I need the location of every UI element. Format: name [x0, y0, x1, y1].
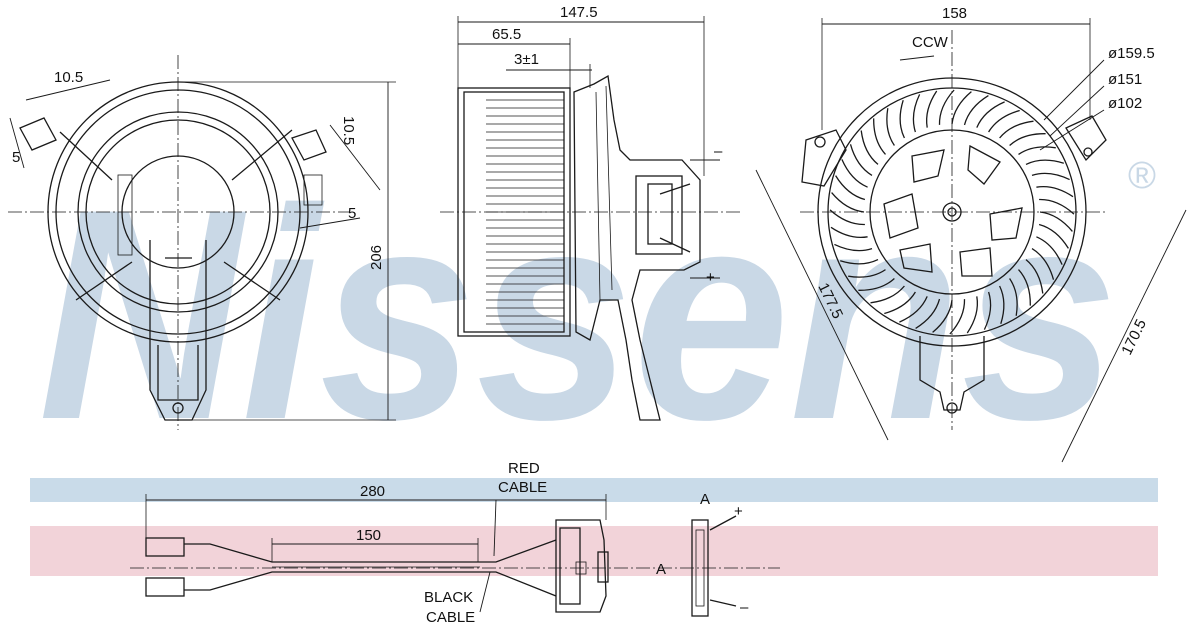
pink-brand-band	[30, 526, 1158, 576]
front-view: 10.5 5 10.5 5 206	[8, 55, 396, 430]
impeller-blade	[1025, 159, 1064, 165]
side-dim-wheel: 65.5	[492, 26, 521, 43]
cable-terminal-positive: +	[734, 503, 743, 520]
impeller-blade	[858, 278, 895, 291]
impeller-blade	[899, 296, 928, 323]
impeller-blade	[831, 192, 865, 213]
impeller-blade	[932, 299, 953, 333]
front-dim-tab-height: 5	[12, 149, 20, 166]
rear-rotation-direction: CCW	[912, 34, 949, 51]
impeller-blade	[1036, 236, 1063, 265]
impeller-blade	[884, 291, 916, 315]
impeller-blade	[899, 100, 905, 139]
impeller-blade	[949, 299, 966, 335]
front-dim-height: 206	[368, 245, 385, 270]
impeller-blade	[1018, 269, 1031, 306]
cable-dim-length: 280	[360, 483, 385, 500]
front-dim-right-offset: 5	[348, 205, 356, 222]
blue-brand-band	[30, 478, 1158, 502]
front-dim-right-top: 10.5	[340, 116, 357, 145]
impeller-blade	[840, 259, 879, 265]
impeller-blade	[966, 296, 978, 334]
black-cable-label-2: CABLE	[426, 609, 475, 626]
impeller-blade	[830, 226, 868, 238]
impeller-blade	[988, 109, 1020, 133]
registered-mark: ®	[1128, 155, 1156, 197]
impeller-blade	[834, 243, 873, 252]
red-cable-label-2: CABLE	[498, 479, 547, 496]
section-marker-right: A	[656, 561, 666, 578]
impeller-blade	[1038, 223, 1069, 249]
impeller-blade	[1036, 186, 1074, 198]
cable-view: 280 150 RED CABLE BLACK CABLE A A + –	[130, 460, 780, 626]
impeller-blade	[915, 298, 941, 329]
rear-dim-width: 158	[942, 5, 967, 22]
impeller-blade	[912, 94, 921, 133]
impeller-blade	[926, 90, 938, 128]
impeller-blade	[1031, 248, 1055, 280]
red-cable-label-1: RED	[508, 460, 540, 477]
impeller-blade	[870, 285, 905, 304]
impeller-blade	[848, 269, 886, 278]
impeller-blade	[999, 285, 1005, 324]
cable-dim-split: 150	[356, 527, 381, 544]
impeller-blade	[1009, 133, 1046, 146]
impeller-blade	[1031, 172, 1070, 181]
impeller-blade	[829, 209, 865, 226]
impeller-blade	[835, 175, 866, 201]
impeller-blade	[938, 89, 955, 125]
impeller-blade	[1039, 198, 1075, 215]
side-view: 147.5 65.5 3±1 – +	[440, 4, 740, 421]
impeller-blade	[1039, 211, 1073, 232]
side-dim-total: 147.5	[560, 4, 598, 21]
rear-dia-mid: ø151	[1108, 71, 1142, 88]
rear-dia-outer: ø159.5	[1108, 45, 1155, 62]
impeller-blade	[976, 101, 1005, 128]
impeller-blade	[1018, 146, 1056, 155]
impeller-blade	[886, 108, 895, 146]
side-terminal-negative: –	[714, 143, 723, 160]
impeller-blade	[860, 130, 879, 165]
front-dim-tab-width: 10.5	[54, 69, 83, 86]
rear-dia-hub: ø102	[1108, 95, 1142, 112]
impeller-blade	[999, 120, 1034, 139]
impeller-blade	[873, 118, 886, 155]
impeller-blade	[841, 159, 868, 188]
impeller-blade	[1025, 259, 1044, 294]
side-terminal-positive: +	[706, 269, 715, 286]
impeller-blade	[1009, 278, 1018, 316]
impeller-blade	[849, 144, 873, 176]
impeller-blade	[983, 291, 992, 330]
section-marker-top: A	[700, 491, 710, 508]
impeller-blade	[963, 95, 989, 126]
black-cable-label-1: BLACK	[424, 589, 473, 606]
cable-terminal-negative: –	[740, 599, 749, 616]
impeller-blade	[951, 91, 972, 125]
side-dim-gap: 3±1	[514, 51, 539, 68]
brand-watermark: Nissens	[38, 146, 1118, 482]
